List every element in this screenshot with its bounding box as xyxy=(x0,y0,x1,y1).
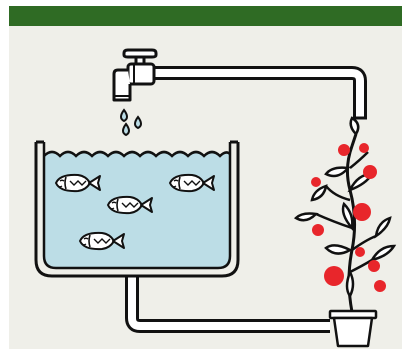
return-pipe xyxy=(150,66,367,120)
fruits xyxy=(311,143,386,292)
flower-pot-icon xyxy=(328,309,378,348)
water-drop-icon xyxy=(134,115,142,130)
tomato-plant-icon xyxy=(293,116,397,313)
leaf-icon xyxy=(324,166,351,178)
leaf-icon xyxy=(369,244,397,262)
tomato-fruit xyxy=(311,177,321,187)
tomato-fruit xyxy=(374,280,386,292)
water-drop-icon xyxy=(122,122,130,137)
leaf-icon xyxy=(324,244,353,255)
water-drop-icon xyxy=(120,108,128,123)
header-banner xyxy=(9,6,402,26)
water-drops xyxy=(120,108,142,137)
tomato-fruit xyxy=(359,143,369,153)
leaf-icon xyxy=(349,116,360,137)
leaf-icon xyxy=(310,184,328,202)
tomato-fruit xyxy=(363,165,377,179)
tomato-fruit xyxy=(338,144,350,156)
faucet-icon xyxy=(112,48,158,102)
leaf-icon xyxy=(345,268,355,299)
drain-pipe xyxy=(125,276,330,333)
leaf-icon xyxy=(293,212,319,222)
tomato-fruit xyxy=(353,203,371,221)
leaf-icon xyxy=(374,216,392,239)
tomato-fruit xyxy=(355,247,365,257)
tomato-fruit xyxy=(368,260,380,272)
leaf-icon xyxy=(341,201,354,231)
tomato-fruit xyxy=(312,224,324,236)
tomato-fruit xyxy=(324,266,344,286)
